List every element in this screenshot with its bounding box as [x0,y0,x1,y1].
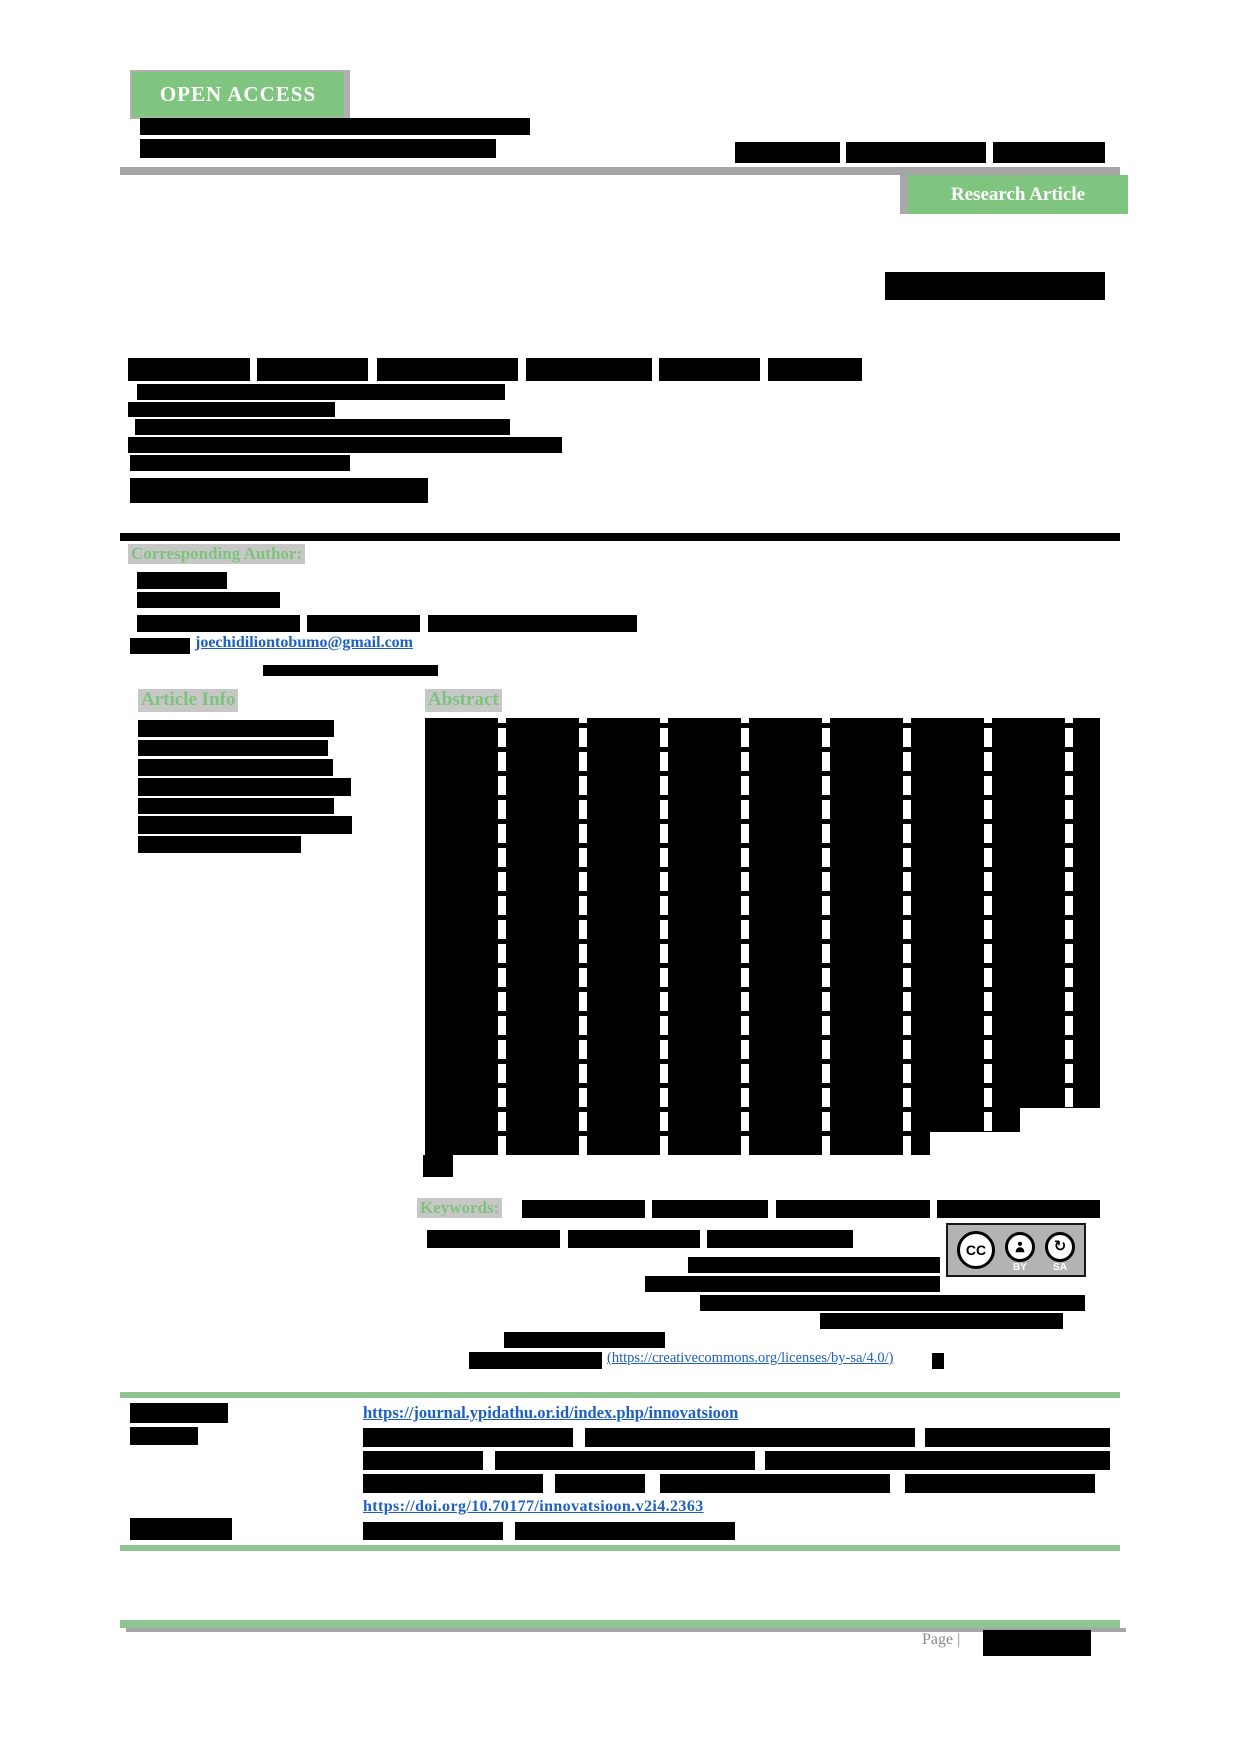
redaction-gap [560,1230,568,1248]
redacted-text-bar [925,1428,1110,1447]
keywords-heading: Keywords: [417,1198,503,1219]
redacted-text-bar [130,638,190,654]
research-article-label: Research Article [950,183,1086,205]
cc-license-url-link[interactable]: (https://creativecommons.org/licenses/by… [607,1350,894,1366]
redacted-text-bar [135,419,510,435]
abstract-redacted-text [425,718,1100,1155]
redaction-gap [250,358,257,381]
redacted-text-bar [137,384,505,400]
redaction-gap [652,358,659,381]
redacted-text-bar [765,1451,1110,1470]
redacted-text-bar [735,142,1105,163]
redacted-text-bar [522,1200,1100,1218]
cc-share-alike-icon: ↻ [1045,1231,1075,1262]
redacted-text-bar [427,1230,853,1248]
redaction-gap [420,615,428,632]
redacted-text-bar [140,118,530,135]
cc-icon: CC [957,1231,995,1269]
redaction-gap [930,1200,937,1218]
redacted-text-bar [138,740,328,756]
research-article-badge: Research Article [900,175,1128,214]
redacted-text-bar [263,665,438,676]
redaction-gap [368,358,377,381]
redaction-gap [645,1200,652,1218]
cc-by-group: BY [1005,1231,1035,1273]
open-access-badge: OPEN ACCESS [130,70,350,119]
redaction-gap [840,142,846,163]
article-info-heading: Article Info [138,689,239,712]
redaction-gap [930,1132,1102,1155]
redaction-gap [760,358,768,381]
footer-rule [120,1620,1120,1628]
redacted-text-bar [495,1451,755,1470]
redacted-text-bar [128,358,862,381]
redacted-text-bar [130,455,350,471]
redacted-text-bar [138,798,334,814]
footer-rule-shadow [126,1628,1126,1632]
redacted-text-bar [688,1257,940,1273]
redaction-gap [518,358,526,381]
redacted-text-bar [645,1276,940,1292]
redacted-text-bar [137,615,637,632]
redaction-gap [986,142,993,163]
redacted-text-bar [700,1295,1085,1311]
section-divider-rule [120,533,1120,541]
redaction-gap [300,615,307,632]
doi-url-link[interactable]: https://doi.org/10.70177/innovatsioon.v2… [363,1498,704,1515]
redacted-text-bar [905,1474,1095,1493]
footer-page-label: Page | [922,1631,961,1648]
journal-url-link[interactable]: https://journal.ypidathu.or.id/index.php… [363,1403,739,1422]
redaction-gap [700,1230,707,1248]
corresponding-author-email-link[interactable]: joechidiliontobumo@gmail.com [195,634,413,651]
open-access-label: OPEN ACCESS [159,82,317,106]
redacted-text-bar [138,836,301,853]
redacted-text-bar [138,759,333,776]
redacted-text-bar [820,1313,1063,1329]
redacted-text-bar [130,1518,232,1540]
redacted-text-bar [423,1155,453,1177]
redacted-text-bar [138,778,351,796]
redacted-text-bar [469,1352,602,1369]
redacted-text-bar [137,572,227,589]
redacted-text-bar [504,1332,665,1348]
cc-by-label: BY [1013,1261,1027,1273]
redacted-text-bar [660,1474,890,1493]
redacted-text-bar [138,816,352,834]
redacted-text-bar [137,592,280,608]
redacted-text-bar [140,139,496,158]
redacted-text-bar [130,1403,228,1423]
redacted-text-bar [128,437,562,453]
cc-attribution-person-icon [1005,1231,1035,1262]
abstract-heading: Abstract [425,689,502,712]
corresponding-author-heading: Corresponding Author: [128,544,306,565]
redacted-text-bar [363,1451,483,1470]
cc-sa-label: SA [1053,1261,1067,1273]
header-divider-rule [120,167,1120,175]
redacted-text-bar [555,1474,645,1493]
redacted-text-bar [932,1353,944,1369]
redacted-text-bar [128,402,335,417]
redacted-text-bar [363,1428,573,1447]
redacted-text-bar [130,1427,198,1445]
cc-sa-group: ↻ SA [1045,1231,1075,1273]
redacted-text-bar [585,1428,915,1447]
cc-by-sa-license-badge: CC BY ↻ SA [946,1223,1086,1277]
citation-top-rule [120,1392,1120,1398]
redacted-text-bar [363,1474,543,1493]
redacted-text-bar [983,1630,1091,1656]
redacted-text-bar [363,1522,503,1540]
redacted-text-bar [138,720,334,737]
redacted-text-bar [130,478,428,503]
cc-icon-label: CC [965,1242,987,1258]
redaction-gap [768,1200,776,1218]
citation-bottom-rule [120,1545,1120,1551]
redacted-text-bar [515,1522,735,1540]
redacted-text-bar [885,272,1105,300]
